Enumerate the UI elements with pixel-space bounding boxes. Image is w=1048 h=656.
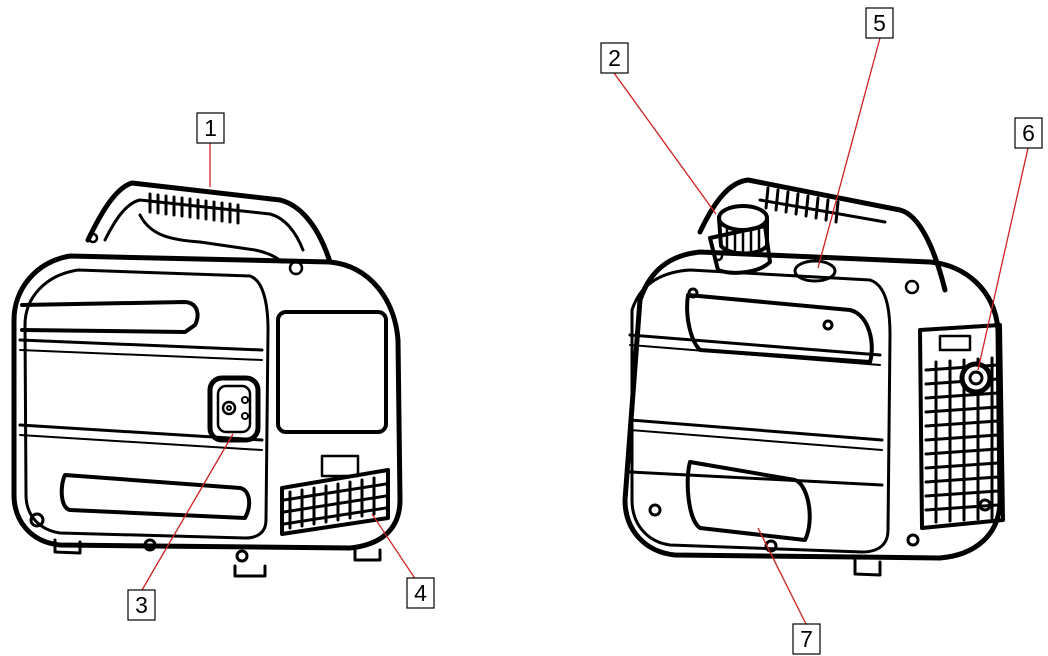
recoil-knob (959, 361, 993, 395)
feet (29, 512, 382, 578)
leader-line-5 (817, 37, 881, 269)
generator-rear-view (622, 177, 1005, 577)
callout-4: 4 (406, 577, 435, 609)
leader-lines (141, 37, 1029, 625)
callout-1: 1 (196, 112, 225, 144)
outlet-panel (207, 375, 261, 443)
callout-5: 5 (865, 7, 894, 39)
rear-feet (648, 287, 992, 577)
leader-line-3 (141, 433, 234, 591)
rear-carry-handle (697, 177, 948, 295)
callout-3: 3 (127, 589, 156, 621)
control-panel (276, 310, 388, 434)
callout-3-label: 3 (135, 592, 148, 618)
callout-6-label: 6 (1022, 120, 1035, 146)
callout-5-label: 5 (873, 10, 886, 36)
leader-line-6 (977, 147, 1029, 371)
leader-line-4 (371, 513, 421, 587)
fuel-cap (708, 204, 772, 275)
carry-handle (85, 180, 333, 276)
upper-recess (20, 300, 200, 334)
callout-2-label: 2 (608, 45, 621, 71)
side-panel (918, 323, 1005, 530)
generator-front-view (11, 180, 403, 578)
top-oval (793, 259, 837, 283)
lower-recess (59, 473, 252, 520)
callout-7: 7 (792, 623, 821, 655)
callouts: 1 2 3 4 5 6 7 (127, 7, 1043, 655)
callout-6: 6 (1014, 117, 1043, 149)
callout-7-label: 7 (800, 626, 813, 652)
leader-line-7 (757, 527, 807, 625)
housing-outline (11, 253, 403, 551)
callout-2: 2 (600, 42, 629, 74)
leader-line-2 (613, 72, 717, 215)
callout-1-label: 1 (204, 115, 217, 141)
rear-housing-outline (622, 249, 1003, 561)
callout-4-label: 4 (414, 580, 427, 606)
exhaust-grille (280, 468, 390, 536)
